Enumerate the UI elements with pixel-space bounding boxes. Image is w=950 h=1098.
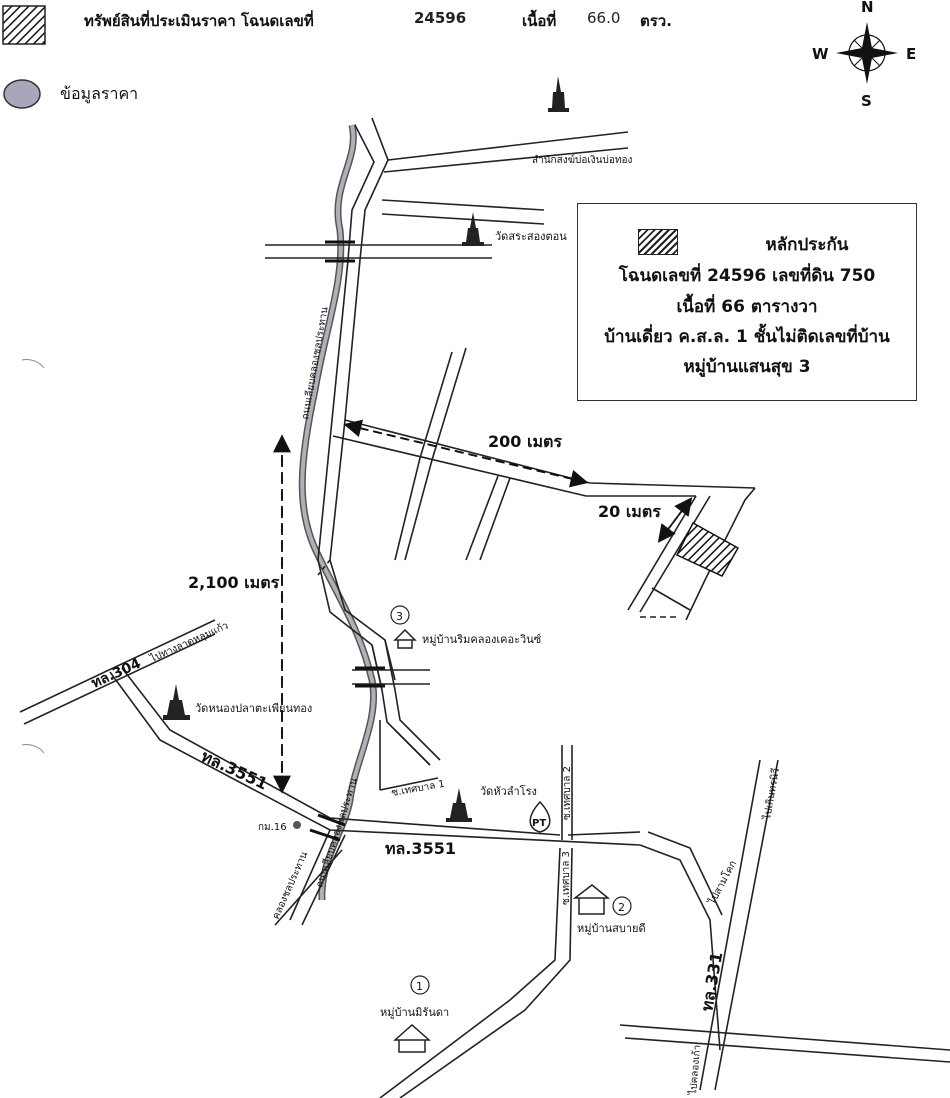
- marker-2: 2: [618, 901, 625, 914]
- subject-plot: [675, 521, 740, 577]
- price-legend-circle: [3, 79, 41, 109]
- label-to-south: ไปคลองเก้า: [687, 1044, 703, 1096]
- label-temple-monastery: สำนักสงฆ์บ่อเงินบ่อทอง: [532, 154, 632, 166]
- compass-n: N: [861, 0, 874, 16]
- marker-1: 1: [416, 980, 423, 993]
- compass-icon: N S E W: [812, 0, 916, 110]
- road-label-3551-east: ทล.3551: [385, 839, 456, 858]
- label-village-1: หมู่บ้านมิรันดา: [380, 1006, 449, 1019]
- km-marker-dot: [293, 821, 301, 829]
- distance-200m: 200 เมตร: [488, 432, 562, 451]
- marker-3: 3: [396, 610, 403, 623]
- label-to-north-east: ไปเกินทรนิวี: [761, 767, 782, 821]
- temple-icon: [163, 76, 569, 822]
- village-markers: [390, 605, 632, 995]
- house-icon: [393, 628, 611, 1053]
- label-to-lat-lum: ไปทางลาดหลุมแก้ว: [147, 620, 230, 666]
- header-area-label: เนื้อที่: [522, 12, 557, 30]
- label-temple-sasongton: วัดสระสองตอน: [495, 230, 567, 243]
- label-soi-thetsaban3: ซ.เทศบาล 3: [561, 851, 572, 905]
- collateral-hatch-swatch: [638, 229, 678, 255]
- collateral-line-house: บ้านเดี่ยว ค.ส.ล. 1 ชั้นไม่ติดเลขที่บ้าน: [604, 327, 890, 347]
- label-temple-nongpla: วัดหนองปลาตะเพียนทอง: [195, 702, 312, 715]
- price-legend-label: ข้อมูลราคา: [60, 84, 139, 103]
- header-area-value: 66.0: [587, 9, 621, 27]
- label-soi-thetsaban2: ซ.เทศบาล 2: [562, 766, 573, 820]
- bridges: [309, 240, 385, 842]
- road-label-3551-west: ทล.3551: [198, 746, 270, 793]
- label-village-3: หมู่บ้านริมคลองเคอะวินซ์: [422, 633, 542, 646]
- compass-e: E: [906, 45, 916, 63]
- distance-markers: [273, 419, 693, 794]
- header-area-unit: ตรว.: [640, 12, 672, 30]
- collateral-line-deed: โฉนดเลขที่ 24596 เลขที่ดิน 750: [618, 266, 876, 286]
- label-km16: กม.16: [258, 822, 287, 833]
- label-village-2: หมู่บ้านสบายดี: [577, 922, 646, 935]
- label-temple-hualamrong: วัดหัวลำโรง: [480, 784, 537, 798]
- compass-w: W: [812, 45, 829, 63]
- roads: [19, 117, 950, 1098]
- collateral-line-area: เนื้อที่ 66 ตารางวา: [676, 297, 818, 317]
- header-subject-label: ทรัพย์สินที่ประเมินราคา โฉนดเลขที่: [84, 12, 314, 30]
- subject-legend-hatch: [2, 5, 46, 45]
- label-pt: PT: [532, 818, 546, 829]
- collateral-title: หลักประกัน: [765, 235, 849, 255]
- collateral-line-village: หมู่บ้านแสนสุข 3: [683, 357, 811, 377]
- distance-20m: 20 เมตร: [598, 502, 661, 521]
- compass-s: S: [861, 92, 872, 110]
- collateral-legend-box: หลักประกัน โฉนดเลขที่ 24596 เลขที่ดิน 75…: [577, 203, 917, 401]
- fuel-station-icon: PT: [529, 800, 551, 833]
- distance-2100m: 2,100 เมตร: [188, 573, 280, 592]
- binder-holes: [21, 359, 45, 754]
- header-deed-number: 24596: [414, 9, 467, 27]
- road-label-331: ทล.331: [697, 950, 726, 1012]
